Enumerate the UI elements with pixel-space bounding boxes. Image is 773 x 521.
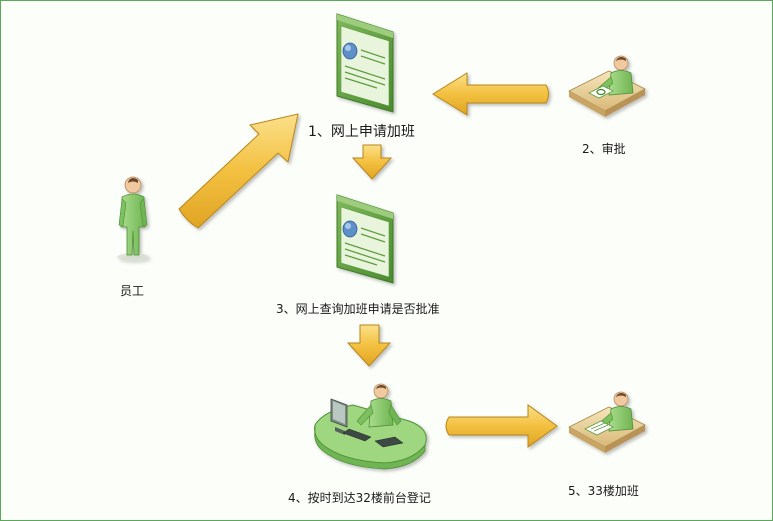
web-form-query-icon bbox=[336, 194, 394, 284]
arrow-register-to-overtime bbox=[445, 404, 558, 448]
arrow-down-2 bbox=[346, 324, 392, 367]
employee-label: 员工 bbox=[120, 284, 145, 298]
step-5-label: 5、33楼加班 bbox=[568, 484, 639, 498]
step-2-label: 2、审批 bbox=[582, 142, 626, 156]
overtime-desk-icon bbox=[568, 391, 646, 453]
person-at-desk-icon bbox=[568, 55, 646, 117]
arrow-approve-to-apply bbox=[432, 72, 549, 116]
step-4-label: 4、按时到达32楼前台登记 bbox=[288, 491, 431, 505]
arrow-employee-to-apply bbox=[178, 113, 299, 229]
arrow-down-1 bbox=[351, 144, 393, 180]
web-form-icon bbox=[336, 13, 394, 113]
step-3-label: 3、网上查询加班申请是否批准 bbox=[276, 302, 440, 316]
step-1-label: 1、网上申请加班 bbox=[308, 124, 415, 140]
standing-person-icon bbox=[117, 176, 149, 261]
computer-workstation-icon bbox=[314, 383, 427, 470]
